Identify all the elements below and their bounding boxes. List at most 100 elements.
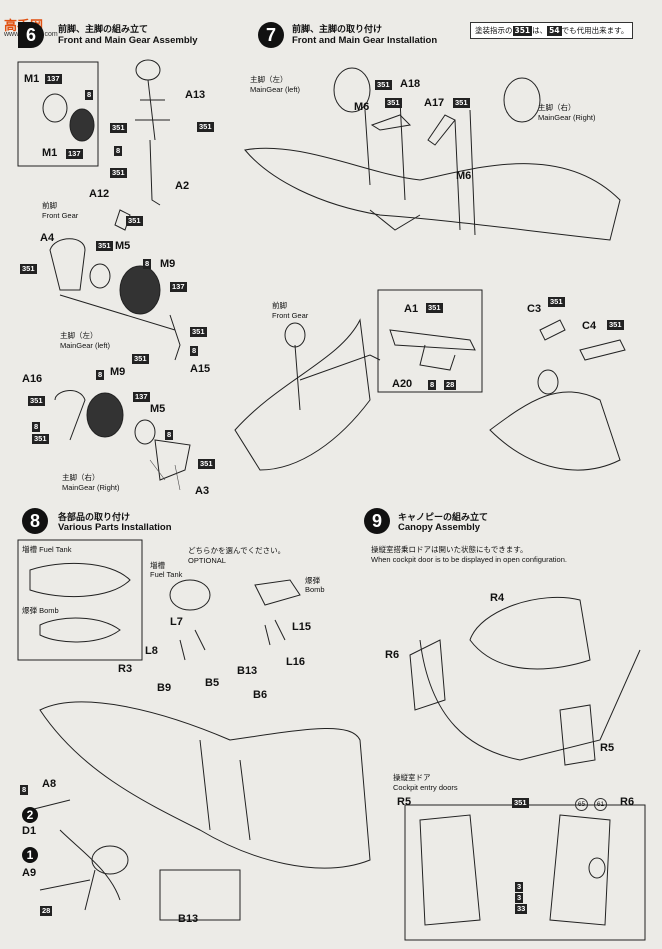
- open-door-note-jp: 操縦室搭乗ロドアは開いた状態にもできます。: [371, 545, 528, 554]
- main-left-label-en: MainGear (left): [60, 341, 111, 350]
- part-label: A8: [42, 778, 57, 790]
- bomb-jp: 爆弾: [305, 576, 320, 585]
- paint-code: 8: [114, 146, 123, 156]
- optional-inset-box: [17, 539, 143, 661]
- note-text: でも代用出来ます。: [561, 26, 629, 35]
- main-right-label-en: MainGear (Right): [62, 483, 120, 492]
- part-label: R3: [118, 663, 133, 675]
- paint-code: 351: [198, 459, 215, 469]
- part-label: M5: [115, 240, 131, 252]
- part-label: L7: [170, 616, 183, 628]
- paint-code: 351: [20, 264, 37, 274]
- part-label: M9: [160, 258, 176, 270]
- paint-code: 8: [428, 380, 437, 390]
- paint-code: 28: [40, 906, 53, 916]
- marker-2: 2: [22, 807, 38, 823]
- front-gear-label-en: Front Gear: [272, 311, 309, 320]
- paint-code: 28: [444, 380, 457, 390]
- cockpit-doors-label-en: Cockpit entry doors: [393, 783, 458, 792]
- paint-code: 351: [607, 320, 624, 330]
- main-left-label-jp: 主脚（左）: [250, 75, 288, 84]
- part-label: R5: [600, 742, 615, 754]
- paint-code: 351: [190, 327, 207, 337]
- main-right-label-en: MainGear (Right): [538, 113, 596, 122]
- paint-code: 8: [165, 430, 174, 440]
- paint-code: 351: [32, 434, 49, 444]
- inset-fuel-tank-label: 増槽 Fuel Tank: [22, 544, 71, 555]
- part-label: A16: [22, 373, 43, 385]
- paint-code: 351: [426, 303, 443, 313]
- paint-code: 8: [96, 370, 105, 380]
- paint-circle-code: 61: [594, 798, 607, 811]
- main-right-label-jp: 主脚（右）: [538, 103, 576, 112]
- part-label: A12: [89, 188, 110, 200]
- step-6-title-jp: 前脚、主脚の組み立て: [58, 25, 149, 35]
- step-8-number: 8: [22, 508, 48, 534]
- paint-code: 351: [512, 798, 529, 808]
- part-label: A3: [195, 485, 210, 497]
- main-left-label-jp: 主脚（左）: [60, 331, 98, 340]
- part-label: A17: [424, 97, 445, 109]
- part-label: A15: [190, 363, 211, 375]
- front-gear-label-en: Front Gear: [42, 211, 79, 220]
- paint-code: 137: [133, 392, 150, 402]
- fuel-tank-jp: 増槽: [150, 561, 165, 570]
- part-label: M1: [42, 147, 58, 159]
- paint-code: 33: [515, 904, 528, 914]
- part-label: A4: [40, 232, 55, 244]
- paint-code: 137: [66, 149, 83, 159]
- part-label: M5: [150, 403, 166, 415]
- paint-code: 351: [197, 122, 214, 132]
- paint-code: 8: [143, 259, 152, 269]
- front-gear-label-jp: 前脚: [272, 301, 287, 310]
- step-9-number: 9: [364, 508, 390, 534]
- note-text: は、: [532, 26, 548, 35]
- paint-code: 8: [190, 346, 199, 356]
- step-6-number: 6: [18, 22, 44, 48]
- step-8-title-en: Various Parts Installation: [58, 522, 172, 533]
- paint-code: 3: [515, 893, 524, 903]
- note-text: 塗装指示の: [475, 26, 513, 35]
- part-label: M6: [456, 170, 472, 182]
- marker-1: 1: [22, 847, 38, 863]
- paint-code: 351: [96, 241, 113, 251]
- part-label: B5: [205, 677, 220, 689]
- paint-code: 351: [126, 216, 143, 226]
- part-label: C4: [582, 320, 597, 332]
- cockpit-doors-label-jp: 操縦室ドア: [393, 773, 431, 782]
- paint-code: 351: [375, 80, 392, 90]
- step-7-title-en: Front and Main Gear Installation: [292, 35, 438, 46]
- main-right-label-jp: 主脚（右）: [62, 473, 100, 482]
- paint-code: 351: [548, 297, 565, 307]
- part-label: B6: [253, 689, 268, 701]
- part-label: L15: [292, 621, 311, 633]
- step-7-number: 7: [258, 22, 284, 48]
- paint-code: 351: [512, 26, 533, 36]
- part-label: A18: [400, 78, 421, 90]
- paint-code: 8: [20, 785, 29, 795]
- part-label: R6: [385, 649, 400, 661]
- paint-code: 351: [110, 123, 127, 133]
- paint-code: 351: [110, 168, 127, 178]
- part-label: M1: [24, 73, 40, 85]
- optional-note-en: OPTIONAL: [188, 556, 226, 565]
- door-label: R6: [620, 796, 635, 808]
- bomb-jp: 爆弾: [22, 606, 37, 615]
- paint-code: 351: [132, 354, 149, 364]
- part-label: A20: [392, 378, 413, 390]
- fuel-tank-en: Fuel Tank: [150, 570, 183, 579]
- fuel-tank-jp: 増槽: [22, 545, 37, 554]
- part-label: A2: [175, 180, 190, 192]
- part-label: M6: [354, 101, 370, 113]
- front-gear-label-jp: 前脚: [42, 201, 57, 210]
- paint-code: 8: [85, 90, 94, 100]
- main-left-label-en: MainGear (left): [250, 85, 301, 94]
- paint-code: 8: [32, 422, 41, 432]
- paint-code: 3: [515, 882, 524, 892]
- part-label: B13: [178, 913, 199, 925]
- paint-circle-code: 65: [575, 798, 588, 811]
- step-9-title-jp: キャノピーの組み立て: [398, 513, 489, 523]
- bomb-en: Bomb: [305, 585, 325, 594]
